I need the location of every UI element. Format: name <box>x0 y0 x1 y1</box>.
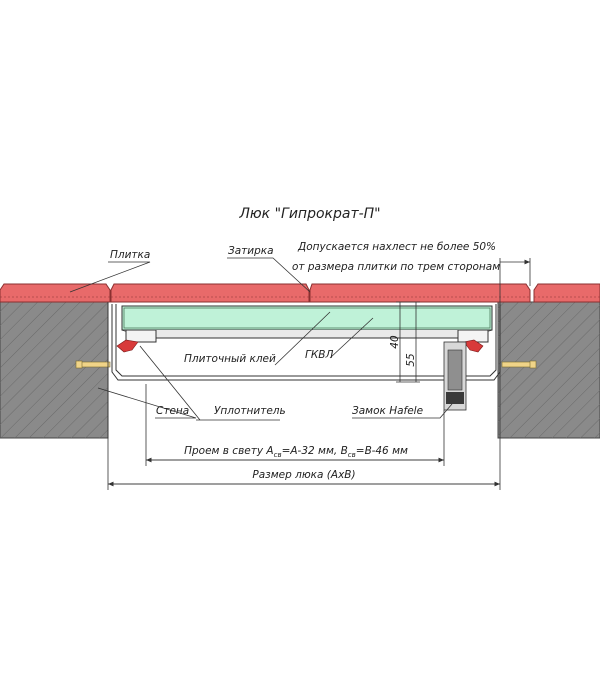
overlap-dimension <box>499 258 531 302</box>
dim-55: 55 <box>405 353 417 367</box>
anchor-left <box>75 360 111 369</box>
dim-40: 40 <box>389 335 401 349</box>
label-overlap-line1: Допускается нахлест не более 50% <box>297 241 496 253</box>
seal-left <box>116 339 139 353</box>
label-seal: Уплотнитель <box>214 405 286 417</box>
diagram-title: Люк "Гипрократ-П" <box>238 206 380 222</box>
horizontal-dimensions <box>107 302 501 490</box>
label-hatch-size: Размер люка (AxB) <box>252 469 355 481</box>
label-overlap-line2: от размера плитки по трем сторонам <box>292 261 500 273</box>
label-lock: Замок Hafele <box>352 405 423 417</box>
gkvl-board <box>123 307 491 329</box>
anchor-right <box>501 360 537 369</box>
label-opening: Проем в свету Aсв=A-32 мм, Bсв=B-46 мм <box>184 445 408 459</box>
label-tile-adhesive: Плиточный клей <box>184 353 276 365</box>
vertical-dimensions <box>396 301 420 383</box>
wall-right <box>497 301 600 439</box>
label-gkvl: ГКВЛ <box>305 349 334 361</box>
hafele-lock <box>443 341 467 411</box>
label-wall: Стена <box>156 405 189 417</box>
wall-left <box>0 301 109 439</box>
seal-right <box>463 339 484 353</box>
label-tile: Плитка <box>110 249 150 261</box>
label-grout: Затирка <box>228 245 274 257</box>
leader-lines <box>69 257 453 421</box>
tile-layer <box>0 283 600 303</box>
